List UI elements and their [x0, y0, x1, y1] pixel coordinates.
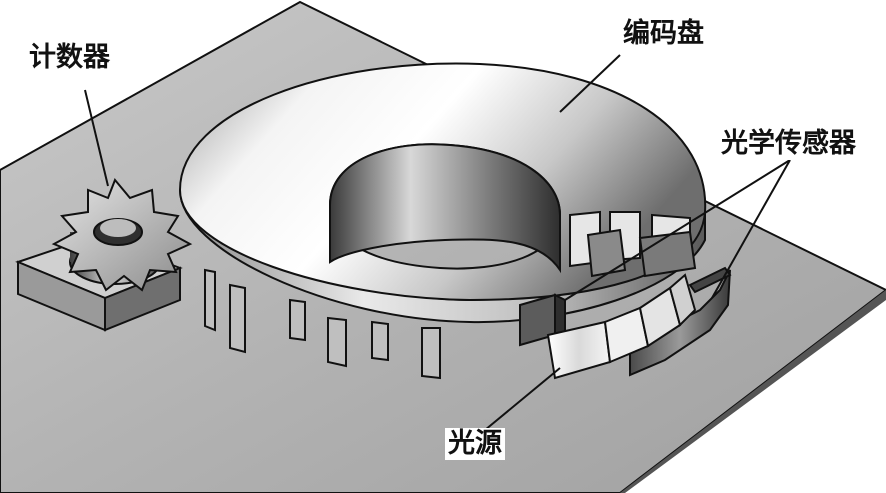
label-optical-sensor: 光学传感器	[718, 128, 859, 160]
sensor-leader-line-2	[711, 159, 791, 299]
label-encoder-disc: 编码盘	[620, 18, 707, 50]
label-counter: 计数器	[26, 42, 113, 74]
label-light-source: 光源	[445, 428, 505, 460]
disc-inner-wall	[329, 143, 561, 274]
counter-leader-line	[84, 89, 109, 187]
light-source	[546, 273, 697, 380]
sensor-leader-line-1	[564, 159, 791, 301]
encoder-disc-leader-line	[559, 54, 621, 113]
leader-lines	[84, 54, 791, 431]
counter-gear	[51, 178, 193, 292]
light-source-leader-line	[484, 367, 561, 431]
